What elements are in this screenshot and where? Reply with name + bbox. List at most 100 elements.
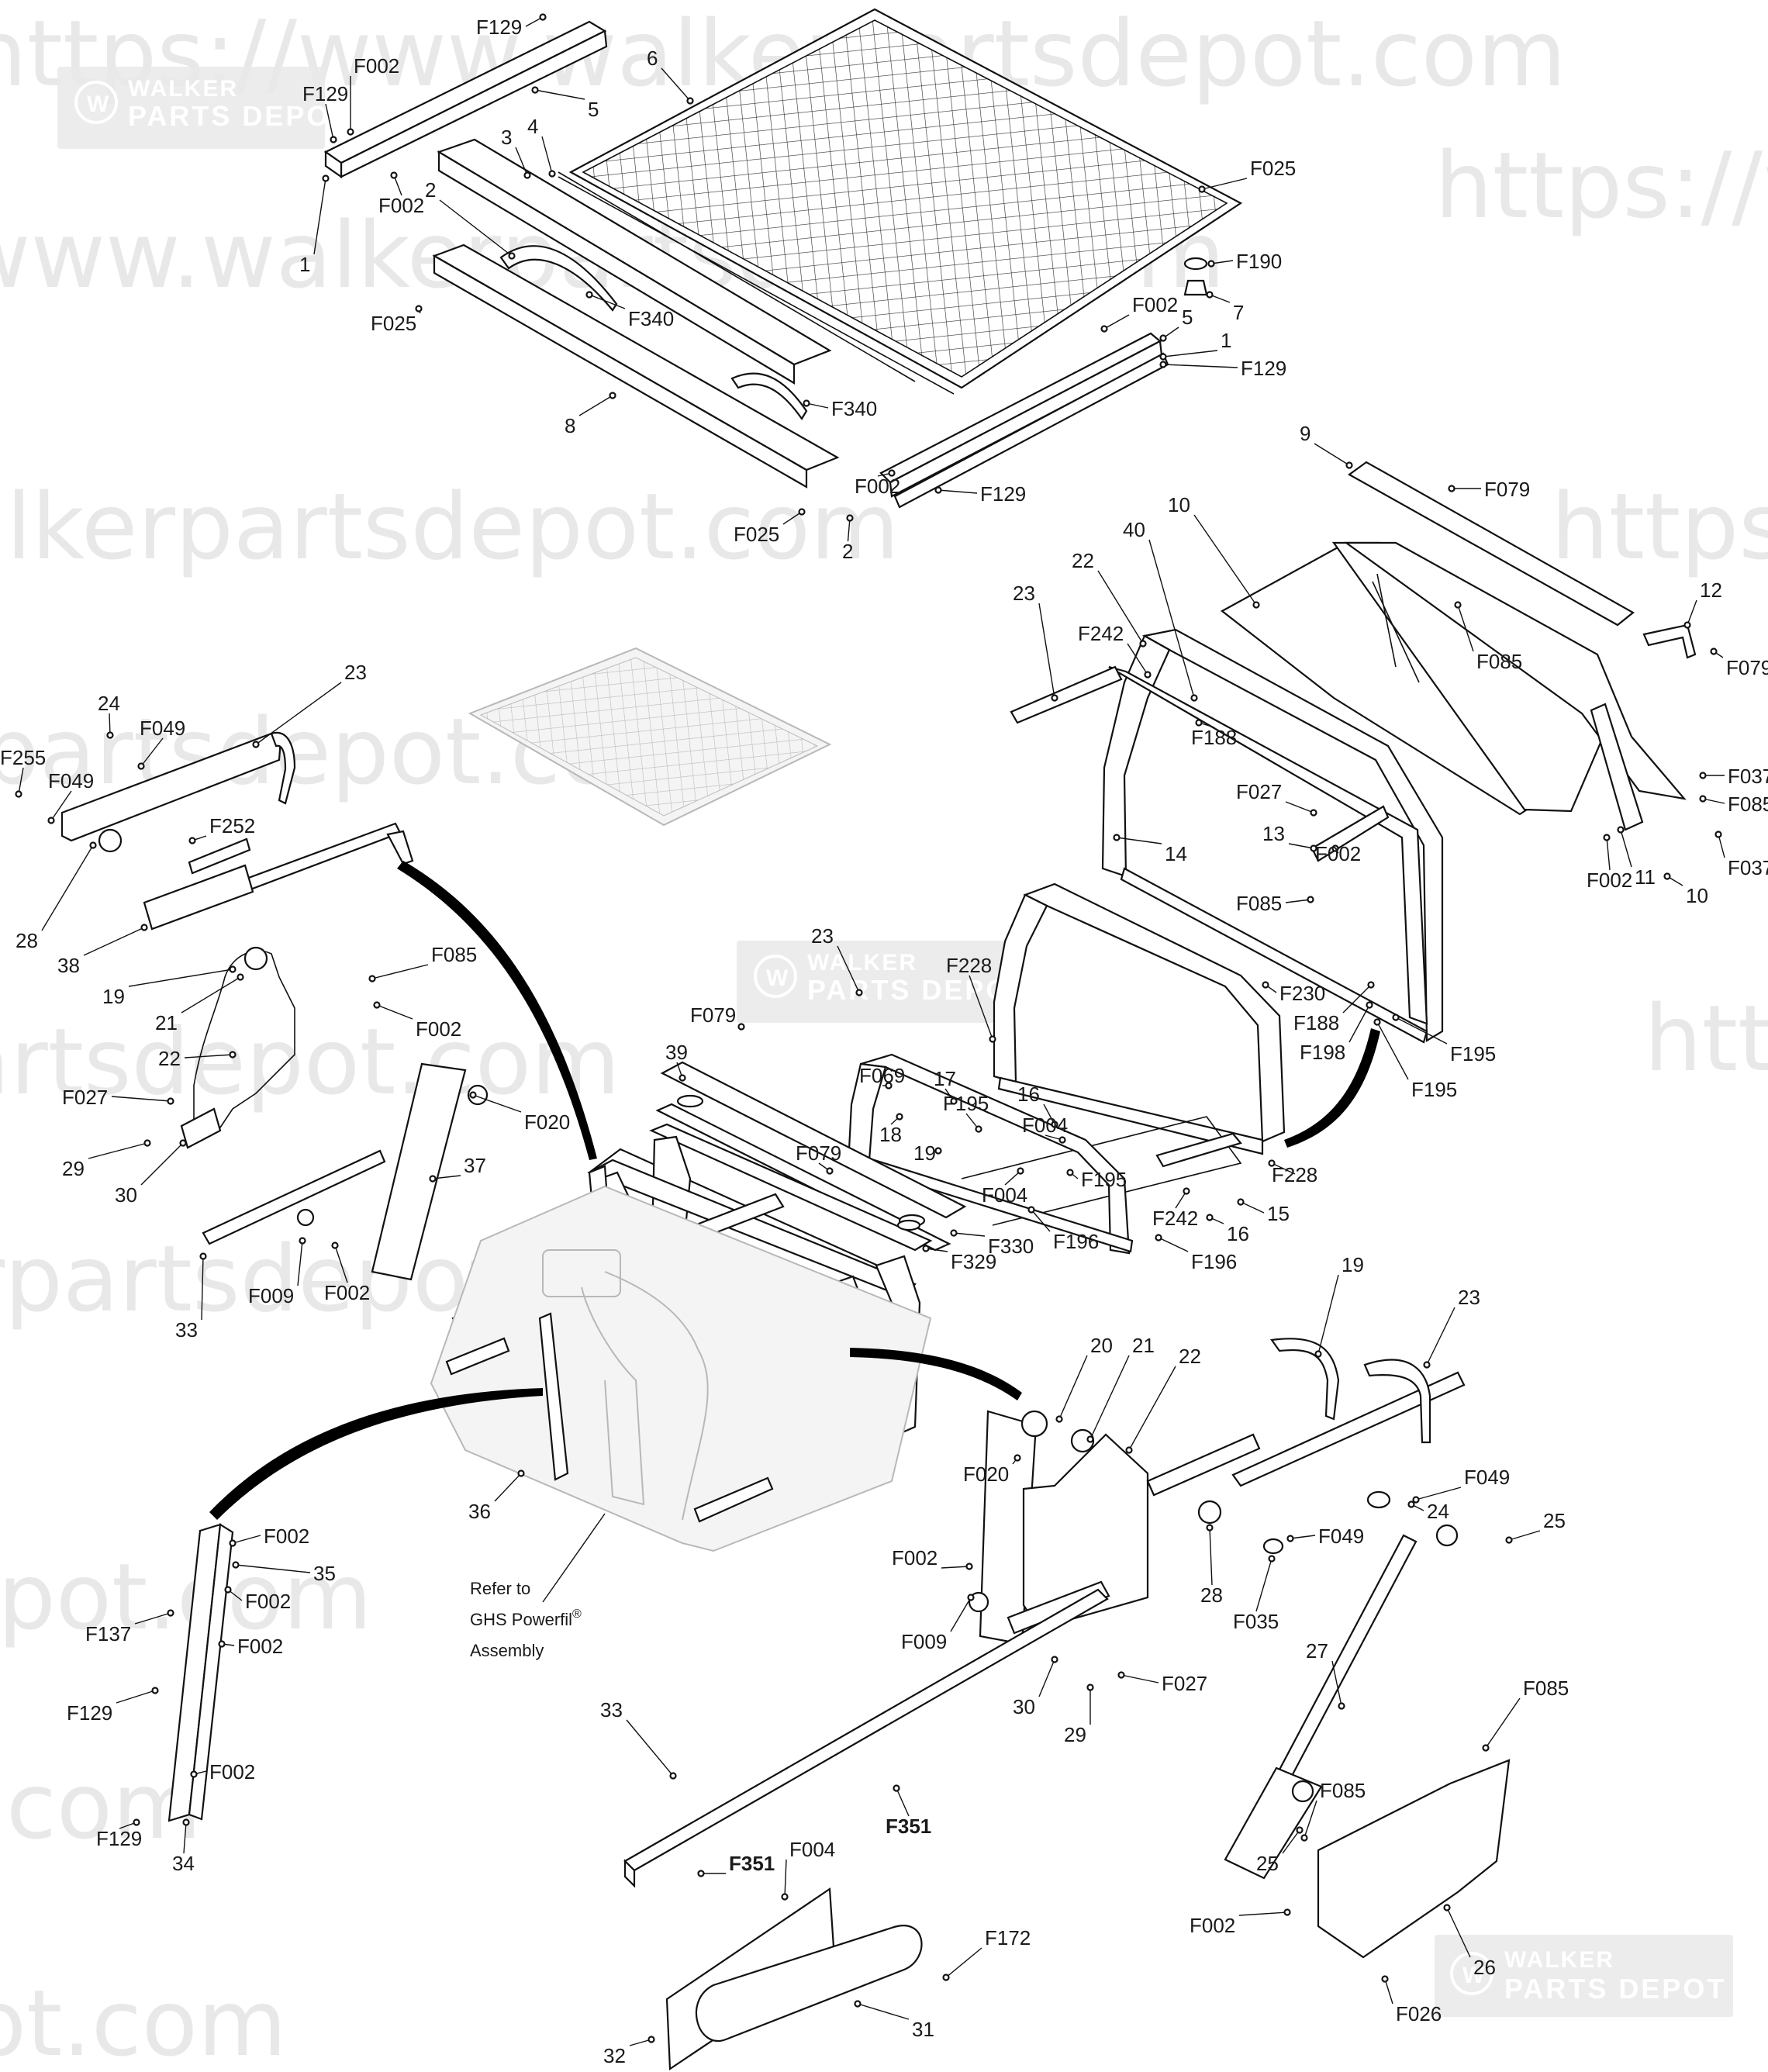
logo-w-icon: W: [87, 92, 110, 117]
hardware-dot: [539, 13, 547, 21]
leader-line: [18, 767, 24, 795]
hardware-dot: [517, 1469, 525, 1477]
callout-f340-b: F340: [831, 397, 877, 420]
callout-p23-d: 23: [1458, 1286, 1480, 1309]
hardware-dot: [1206, 1214, 1214, 1221]
frame-17: [847, 1053, 1134, 1255]
leader-line: [393, 174, 402, 196]
right-hinge-assembly: [623, 1338, 1466, 1888]
leader-line: [255, 682, 342, 745]
leader-line: [140, 737, 164, 767]
hardware-dot: [1454, 601, 1462, 609]
rail-5-right: [879, 332, 1163, 498]
watermark-line: https://www.walkerpartsdepot.com: [1435, 132, 1768, 239]
hardware-dot: [737, 1023, 745, 1031]
hardware-dot: [950, 1229, 958, 1237]
hardware-dot: [1699, 772, 1707, 779]
callout-f195-a: F195: [1450, 1042, 1496, 1065]
hardware-dot: [190, 1770, 198, 1778]
refer-note: Refer to GHS Powerfil® Assembly: [470, 1513, 606, 1660]
callout-f004-c: F004: [789, 1838, 835, 1861]
hardware-dot: [218, 1640, 226, 1648]
callout-p9: 9: [1300, 422, 1310, 445]
hardware-dot: [229, 965, 237, 973]
hardware-dot: [686, 97, 694, 105]
callout-f049-c: F049: [1464, 1466, 1510, 1489]
callout-f351-a: F351: [886, 1815, 931, 1838]
logo-brand: WALKER: [807, 950, 917, 976]
hardware-dot: [893, 1784, 900, 1792]
hardware-dot: [888, 469, 896, 477]
callout-p29-a: 29: [62, 1157, 85, 1180]
callout-f129-a: F129: [476, 16, 522, 39]
hardware-dot: [47, 817, 55, 824]
callout-p29-b: 29: [1064, 1723, 1086, 1746]
leader-line: [432, 1175, 461, 1179]
leader-line: [1209, 294, 1231, 303]
callout-f242-a: F242: [1078, 622, 1124, 645]
hardware-dot: [331, 1241, 339, 1249]
callout-f002-a: F002: [354, 54, 399, 78]
callout-p2-b: 2: [842, 540, 853, 563]
leader-line: [1376, 1021, 1409, 1080]
logo-name: PARTS DEPOT: [807, 974, 1029, 1006]
logo-name: PARTS DEPOT: [1504, 1973, 1726, 2005]
hardware-dot: [167, 1097, 174, 1105]
callout-p19-b: 19: [913, 1141, 936, 1165]
hardware-dot: [1268, 1159, 1276, 1167]
leader-line: [83, 927, 145, 956]
leader-line: [325, 103, 334, 140]
hardware-dot: [1207, 260, 1215, 268]
hardware-dot: [934, 486, 942, 494]
callout-p2-a: 2: [425, 178, 436, 202]
hardware-dot: [167, 1609, 174, 1617]
callout-f188-a: F188: [1191, 726, 1237, 749]
callout-p14: 14: [1165, 842, 1187, 865]
leader-line: [1508, 1530, 1541, 1541]
callout-f027-a: F027: [1236, 780, 1282, 803]
callout-f009-a: F009: [248, 1284, 294, 1307]
hardware-dot: [1206, 291, 1214, 299]
callout-f137: F137: [85, 1622, 131, 1646]
hardware-dot: [1310, 809, 1317, 817]
watermark-line: https://www.walkerpartsdepot.com: [0, 1543, 372, 1650]
leader-line: [1285, 899, 1311, 903]
leader-line: [334, 1245, 348, 1283]
hardware-dot: [1714, 831, 1722, 838]
leader-line: [111, 1096, 171, 1102]
leader-line: [925, 1248, 948, 1252]
callout-p22-a: 22: [1072, 549, 1094, 572]
hardware-dot: [1307, 896, 1314, 903]
callout-f049-d: F049: [1318, 1525, 1364, 1548]
hardware-dot: [1017, 1167, 1024, 1175]
callout-p4: 4: [527, 115, 538, 138]
callout-p31: 31: [912, 2018, 934, 2041]
hardware-dot: [1300, 1834, 1308, 1842]
leader-line: [1097, 570, 1144, 644]
leader-line: [1238, 1911, 1288, 1916]
callout-f195-c: F195: [943, 1092, 989, 1115]
hardware-dot: [679, 1074, 686, 1082]
assembly-arrow: [1284, 1028, 1380, 1148]
leader-line: [784, 1859, 787, 1898]
leader-line: [313, 178, 326, 255]
hardware-dot: [1381, 1975, 1389, 1983]
hardware-dot: [415, 305, 423, 313]
callout-p10-b: 10: [1686, 884, 1708, 907]
hardware-dot: [1183, 1187, 1190, 1195]
hardware-dot: [1190, 694, 1198, 702]
callout-p16-a: 16: [1017, 1083, 1040, 1106]
hardware-dot: [1617, 826, 1625, 834]
hardware-dot: [846, 514, 854, 522]
hardware-dot: [609, 392, 616, 399]
leader-line: [1446, 1907, 1471, 1958]
callout-f020-b: F020: [963, 1462, 1009, 1486]
hardware-dot: [179, 1139, 187, 1147]
leader-line: [626, 1719, 674, 1777]
hardware-dot: [1117, 1671, 1125, 1679]
leader-line: [297, 1240, 303, 1286]
callout-f027-b: F027: [62, 1086, 108, 1109]
callout-f196-b: F196: [1191, 1250, 1237, 1273]
leader-line: [1285, 801, 1314, 813]
